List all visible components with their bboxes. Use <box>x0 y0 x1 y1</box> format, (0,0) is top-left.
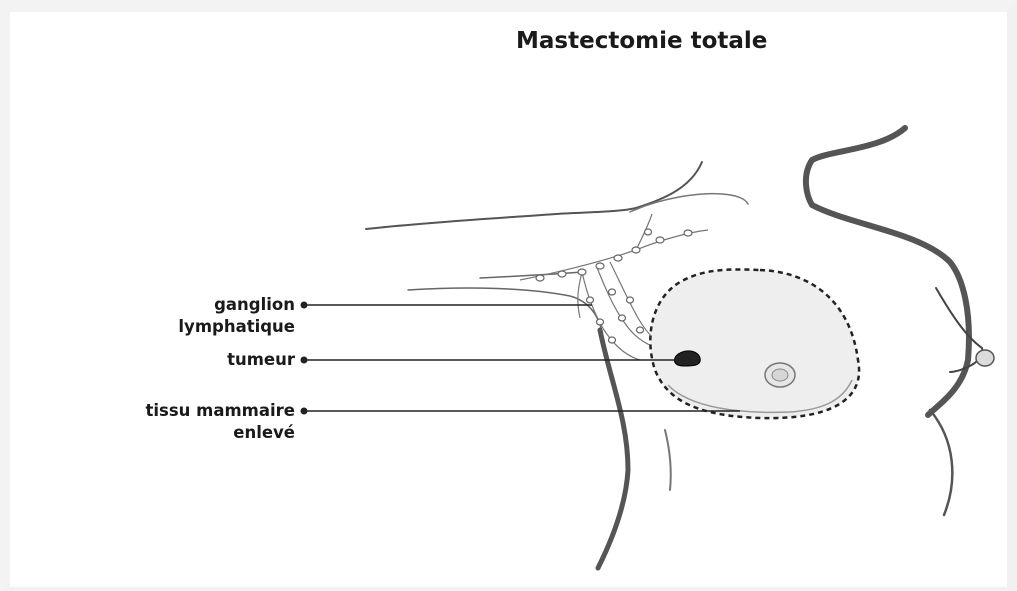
torso-left-contour <box>598 330 628 568</box>
left-shoulder-line <box>366 162 702 229</box>
label-lymph-node: ganglion lymphatique <box>178 294 295 338</box>
label-tumor: tumeur <box>227 349 295 371</box>
nipple-center <box>772 369 788 381</box>
label-lymph-node-line2: lymphatique <box>178 316 295 338</box>
clavicle <box>630 194 748 212</box>
right-nipple <box>976 350 994 366</box>
arm-upper-contour <box>408 288 604 345</box>
torso-right-contour <box>930 410 952 515</box>
label-removed-tissue: tissu mammaire enlevé <box>145 400 295 444</box>
label-lymph-node-line1: ganglion <box>178 294 295 316</box>
leader-dots <box>301 302 308 415</box>
label-removed-tissue-line2: enlevé <box>145 422 295 444</box>
inner-contour <box>665 430 671 490</box>
label-removed-tissue-line1: tissu mammaire <box>145 400 295 422</box>
axilla-line <box>480 272 582 278</box>
